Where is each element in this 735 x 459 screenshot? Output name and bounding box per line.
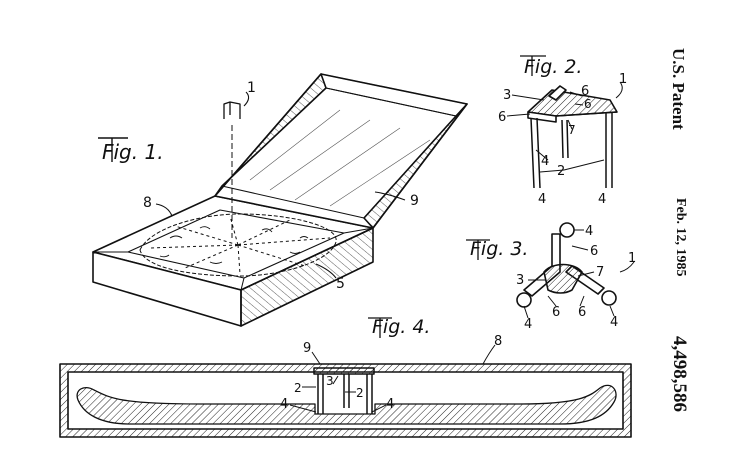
pizza [139,213,337,277]
fig2-ref-tripod: 1 [619,72,627,87]
box-lid [214,73,468,229]
fig1-ref-pizza: 5 [336,276,345,292]
fig3-ref-center: 7 [596,265,604,280]
fig2-ref-leg-a: 4 [541,154,549,169]
side-header-us-patent: U.S. Patent [669,48,688,130]
fig3-caption: Fig. 3. [470,238,528,260]
fig2-platform [527,85,618,123]
fig3-ref-arm-top: 6 [590,244,598,259]
fig3-caption-underline [466,239,490,260]
fig2-leaders [506,81,623,173]
fig1-leader-1 [243,91,250,107]
fig1-leader-9 [374,191,406,201]
fig4-caption: Fig. 4. [372,316,430,338]
fig2-ref-top-6: 6 [584,97,592,111]
fig4-ref-lid: 9 [303,341,311,356]
fig3-arms [516,222,617,308]
fig1-caption-underline [98,137,128,162]
fig1-tripod [223,101,241,238]
fig2-legs [530,112,613,189]
figure-4-cross-section: Fig. 4. 9 8 3 2 2 4 4 [59,316,632,438]
fig1-leader-8 [155,203,173,217]
fig4-pizza [76,384,617,425]
fig1-ref-box: 8 [143,195,152,211]
fig2-ref-arm-b: 6 [498,110,506,125]
fig3-ref-leg-top: 4 [585,224,593,239]
fig2-ref-support: 2 [557,164,565,179]
fig2-ref-leg-c: 4 [598,192,606,207]
fig4-ref-support-right: 2 [356,386,364,400]
box-tray [92,195,374,327]
side-header-date: Feb. 12, 1985 [673,198,688,277]
fig3-ref-arm-left: 6 [552,305,560,320]
fig4-ref-box: 8 [494,334,502,349]
figure-3-tripod-top: Fig. 3. 4 6 7 3 1 6 6 4 4 [466,222,636,332]
fig4-ref-hub: 3 [326,374,334,388]
fig3-ref-leg-left: 4 [524,317,532,332]
fig3-leaders [523,229,635,319]
fig4-ref-support-left: 2 [294,381,302,395]
fig1-ref-lid: 9 [410,193,419,209]
fig2-ref-hub: 3 [503,88,511,103]
side-header-patent-number: 4,498,586 [669,336,690,412]
fig4-ref-leg-left: 4 [280,397,288,412]
fig1-caption: Fig. 1. [102,140,164,164]
figure-2-tripod: Fig. 2. 1 3 6 6 7 6 4 2 4 4 [498,55,627,207]
fig2-ref-arm-a: 6 [581,84,589,99]
fig2-caption: Fig. 2. [524,56,582,78]
fig3-ref-hub: 3 [516,273,524,288]
fig4-caption-underline [368,317,392,338]
fig2-ref-top: 7 [568,123,576,137]
fig4-ref-leg-right: 4 [386,397,394,412]
fig3-ref-arm-right: 6 [578,305,586,320]
fig2-ref-leg-b: 4 [538,192,546,207]
fig4-box-walls [59,363,632,438]
fig3-ref-tripod: 1 [628,251,636,266]
fig2-caption-underline [520,55,546,76]
fig3-ref-leg-right: 4 [610,315,618,330]
fig1-ref-tripod: 1 [247,80,256,96]
fig4-leaders [289,344,496,413]
fig4-tripod [313,367,375,414]
fig1-leader-5 [315,263,337,279]
figure-1-pizza-box: Fig. 1. [92,73,468,327]
